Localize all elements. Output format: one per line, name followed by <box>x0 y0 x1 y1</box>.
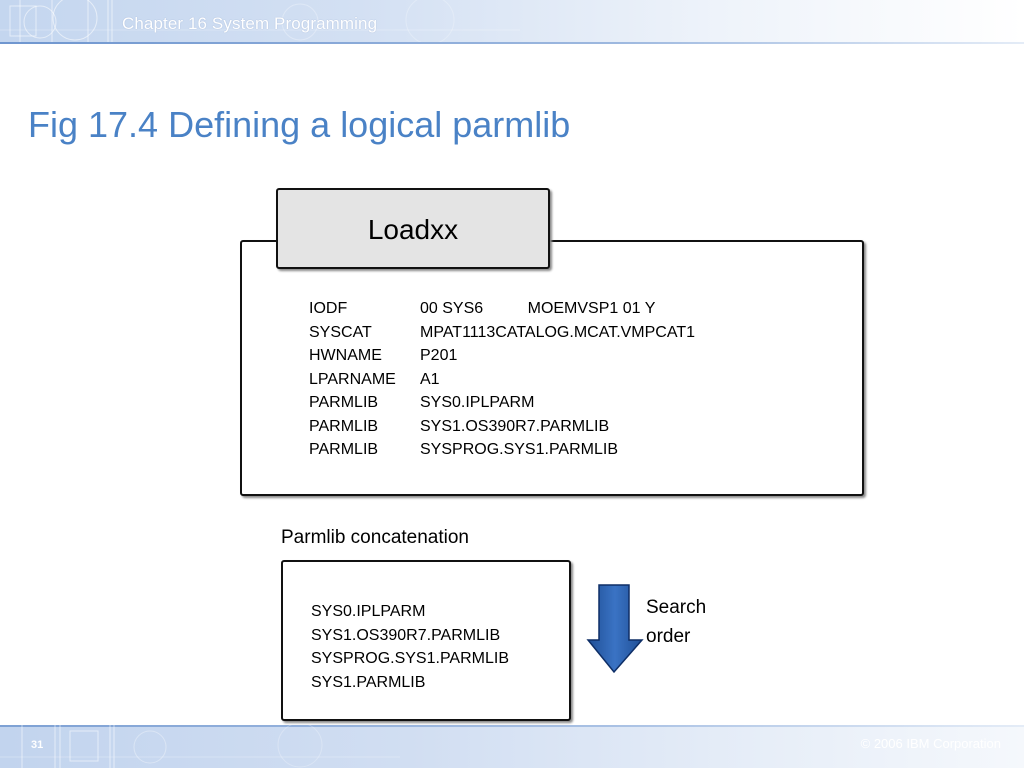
slide-title: Fig 17.4 Defining a logical parmlib <box>28 104 571 145</box>
load-member-box <box>240 240 864 496</box>
header-bar: Chapter 16 System Programming <box>0 0 1024 44</box>
concatenation-item: SYS1.PARMLIB <box>311 673 426 691</box>
concatenation-list: SYS0.IPLPARM SYS1.OS390R7.PARMLIB SYSPRO… <box>311 600 509 694</box>
load-keyword: IODF <box>309 300 348 317</box>
load-keyword: PARMLIB <box>309 417 379 435</box>
chapter-title: Chapter 16 System Programming <box>122 14 378 33</box>
copyright-notice: © 2006 IBM Corporation <box>860 736 1001 751</box>
concatenation-item: SYS1.OS390R7.PARMLIB <box>311 626 501 644</box>
load-statement-syscat: SYSCAT MPAT1113CATALOG.MCAT.VMPCAT1 <box>309 321 695 345</box>
load-value: SYS1.OS390R7.PARMLIB <box>420 417 610 435</box>
search-order-line-2: order <box>646 626 691 647</box>
concatenation-label: Parmlib concatenation <box>281 527 469 548</box>
load-member-statements: IODF 00 SYS6 MOEMVSP1 01 Y SYSCAT MPAT1113… <box>309 297 695 462</box>
load-statement-parmlib-3: PARMLIB SYSPROG.SYS1.PARMLIB <box>309 438 695 462</box>
arrow-down-icon <box>586 584 644 674</box>
footer-bar: 31 © 2006 IBM Corporation <box>0 725 1024 768</box>
load-statement-parmlib-2: PARMLIB SYS1.OS390R7.PARMLIB <box>309 415 695 439</box>
load-value: 00 SYS6 MOEMVSP1 01 Y <box>420 300 656 317</box>
concatenation-box <box>281 560 571 721</box>
concatenation-item: SYSPROG.SYS1.PARMLIB <box>311 650 509 667</box>
load-statement-hwname: HWNAME P201 <box>309 344 695 368</box>
search-order-label: Search order <box>646 593 706 651</box>
footer-pattern <box>0 725 400 768</box>
search-order-line-1: Search <box>646 597 707 618</box>
load-keyword: PARMLIB <box>309 394 379 411</box>
load-keyword: SYSCAT <box>309 323 372 341</box>
load-keyword: HWNAME <box>309 347 382 364</box>
load-statement-parmlib-1: PARMLIB SYS0.IPLPARM <box>309 391 695 415</box>
load-member-tab: Loadxx <box>276 188 550 269</box>
load-value: SYS0.IPLPARM <box>420 394 535 411</box>
load-keyword: PARMLIB <box>309 441 379 458</box>
load-value: A1 <box>420 370 440 388</box>
concatenation-item: SYS0.IPLPARM <box>311 603 426 620</box>
load-value: SYSPROG.SYS1.PARMLIB <box>420 441 618 458</box>
footer-divider <box>0 725 1024 727</box>
page-number: 31 <box>31 739 44 751</box>
load-statement-iodf: IODF 00 SYS6 MOEMVSP1 01 Y <box>309 297 695 321</box>
load-member-name: Loadxx <box>367 214 459 245</box>
load-keyword: LPARNAME <box>309 370 396 388</box>
load-value: P201 <box>420 347 458 364</box>
header-divider <box>0 42 1024 44</box>
header-pattern <box>0 0 520 44</box>
load-statement-lparname: LPARNAME A1 <box>309 368 695 392</box>
load-value: MPAT1113CATALOG.MCAT.VMPCAT1 <box>420 323 696 341</box>
